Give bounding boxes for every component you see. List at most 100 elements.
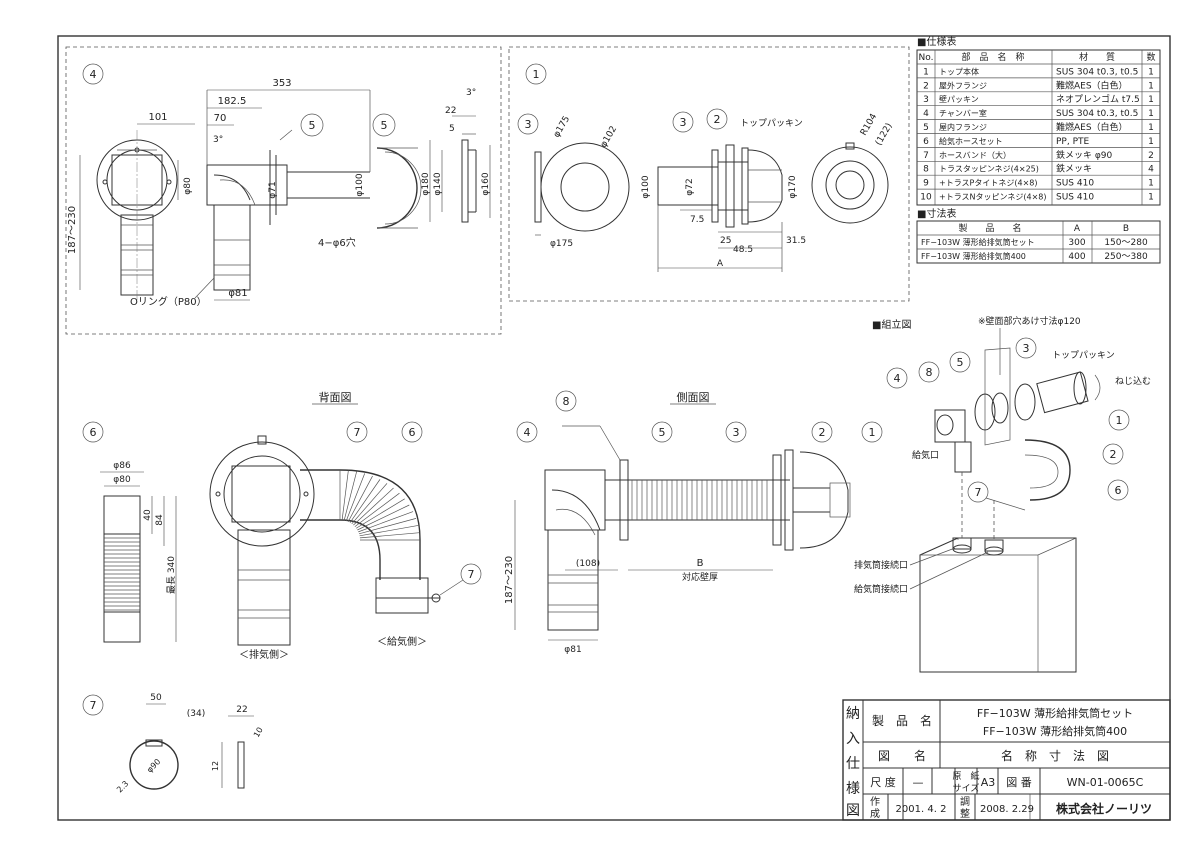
svg-text:給気口: 給気口	[912, 449, 939, 461]
svg-text:—: —	[913, 776, 924, 789]
svg-text:10: 10	[252, 726, 265, 739]
spec-cell: 3	[923, 95, 929, 105]
spec-cell: 難燃AES（白色）	[1056, 79, 1128, 91]
spec-cell: 1	[1148, 81, 1154, 91]
spec-cell: SUS 410	[1056, 179, 1094, 189]
spec-cell: 9	[923, 179, 929, 189]
svg-text:22: 22	[445, 106, 456, 116]
spec-cell: SUS 410	[1056, 193, 1094, 203]
svg-text:3: 3	[1023, 342, 1030, 355]
svg-text:2: 2	[1110, 448, 1117, 461]
svg-text:φ140: φ140	[433, 172, 443, 195]
drawing-number: WN-01-0065C	[1067, 776, 1144, 789]
product-name-1: FF−103W 薄形給排気筒セット	[977, 706, 1133, 720]
svg-text:187〜230: 187〜230	[67, 206, 78, 254]
svg-text:φ90: φ90	[145, 757, 162, 774]
svg-text:7: 7	[468, 568, 475, 581]
svg-text:φ80: φ80	[113, 475, 131, 485]
svg-text:84: 84	[155, 514, 165, 526]
svg-text:8: 8	[926, 366, 933, 379]
svg-text:5: 5	[309, 119, 316, 132]
spec-cell: 4	[923, 109, 929, 119]
svg-text:7: 7	[975, 486, 982, 499]
spec-cell: 1	[923, 67, 929, 77]
spec-cell: 10	[920, 193, 932, 203]
svg-text:φ175: φ175	[550, 239, 573, 249]
svg-text:3: 3	[733, 426, 740, 439]
svg-text:トップパッキン: トップパッキン	[740, 118, 803, 129]
product-name-2: FF−103W 薄形給排気筒400	[983, 724, 1127, 738]
svg-text:給気筒接続口: 給気筒接続口	[854, 583, 908, 595]
svg-text:様: 様	[846, 781, 860, 797]
svg-text:＜給気側＞: ＜給気側＞	[377, 635, 427, 648]
svg-text:31.5: 31.5	[786, 236, 806, 246]
spec-cell: 壁パッキン	[939, 94, 979, 104]
svg-text:φ170: φ170	[788, 175, 798, 198]
svg-text:2: 2	[819, 426, 826, 439]
spec-cell: 7	[923, 151, 929, 161]
svg-text:製 品 名: 製 品 名	[958, 222, 1021, 234]
svg-text:5: 5	[449, 124, 455, 134]
svg-text:FF−103W 薄形給排気筒セット: FF−103W 薄形給排気筒セット	[921, 237, 1035, 247]
svg-text:※壁面部穴あけ寸法φ120: ※壁面部穴あけ寸法φ120	[978, 315, 1081, 327]
svg-text:4: 4	[524, 426, 531, 439]
spec-cell: PP, PTE	[1056, 137, 1090, 147]
svg-text:101: 101	[148, 112, 167, 123]
svg-text:No.: No.	[919, 53, 934, 63]
svg-text:部 品 名 称: 部 品 名 称	[961, 51, 1024, 63]
svg-text:(34): (34)	[187, 709, 205, 719]
spec-table-title: ■仕様表	[917, 35, 956, 48]
svg-text:図 名: 図 名	[878, 748, 926, 763]
svg-text:7: 7	[354, 426, 361, 439]
dimension-table: ■寸法表 製 品 名 A B FF−103W 薄形給排気筒セット 300 150…	[916, 207, 1161, 264]
svg-text:150〜280: 150〜280	[1104, 238, 1148, 248]
spec-cell: 難燃AES（白色）	[1056, 121, 1128, 133]
spec-cell: トラスタッピンネジ(4×25)	[939, 165, 1039, 174]
svg-text:182.5: 182.5	[218, 96, 247, 107]
svg-text:仕: 仕	[846, 756, 860, 772]
spec-cell: チャンバー室	[939, 108, 987, 118]
back-view: 背面図 7 6 ＜排気側＞ 7 ＜給気側＞	[209, 390, 482, 661]
spec-cell: ネオプレンゴム t7.5	[1056, 93, 1140, 105]
spec-cell: 4	[1148, 165, 1154, 175]
svg-text:8: 8	[563, 395, 570, 408]
svg-text:側面図: 側面図	[677, 391, 710, 404]
svg-text:50: 50	[150, 693, 162, 703]
svg-text:400: 400	[1068, 252, 1085, 262]
svg-text:φ72: φ72	[685, 178, 695, 195]
spec-cell: +トラスPタイトネジ(4×8)	[939, 179, 1038, 188]
svg-text:原 紙: 原 紙	[952, 770, 979, 782]
svg-text:φ102: φ102	[599, 124, 619, 149]
svg-text:6: 6	[1115, 484, 1122, 497]
spec-cell: 鉄メッキ	[1056, 163, 1092, 175]
spec-cell: 1	[1148, 137, 1154, 147]
view-7-hose-band: 7 50 (34) φ90 2.3 22 10 12	[82, 693, 265, 794]
svg-text:φ81: φ81	[564, 645, 581, 655]
spec-cell: 屋内フランジ	[939, 122, 987, 132]
svg-text:排気筒接続口: 排気筒接続口	[854, 559, 908, 571]
svg-text:φ100: φ100	[641, 175, 651, 198]
svg-text:＜排気側＞: ＜排気側＞	[239, 648, 289, 661]
svg-text:φ160: φ160	[481, 172, 491, 195]
dim-table-title: ■寸法表	[917, 207, 956, 220]
spec-cell: ホースバンド（大）	[939, 150, 1011, 160]
svg-text:B: B	[697, 558, 704, 569]
svg-text:φ80: φ80	[183, 177, 193, 195]
company-name: 株式会社ノーリツ	[1056, 801, 1152, 816]
svg-text:12: 12	[211, 761, 220, 771]
svg-text:4: 4	[894, 372, 901, 385]
svg-text:B: B	[1123, 224, 1129, 234]
drawing-name: 名 称 寸 法 図	[1001, 748, 1109, 763]
svg-text:製 品 名: 製 品 名	[872, 713, 932, 728]
svg-text:サイズ: サイズ	[953, 782, 980, 794]
svg-text:25: 25	[720, 236, 731, 246]
svg-text:1: 1	[869, 426, 876, 439]
svg-text:ねじ込む: ねじ込む	[1115, 376, 1151, 387]
svg-text:FF−103W 薄形給排気筒400: FF−103W 薄形給排気筒400	[921, 251, 1026, 261]
svg-text:■組立図: ■組立図	[872, 318, 911, 331]
svg-text:背面図: 背面図	[319, 390, 352, 404]
svg-text:6: 6	[90, 426, 97, 439]
svg-text:6: 6	[409, 426, 416, 439]
svg-text:1: 1	[1116, 414, 1123, 427]
